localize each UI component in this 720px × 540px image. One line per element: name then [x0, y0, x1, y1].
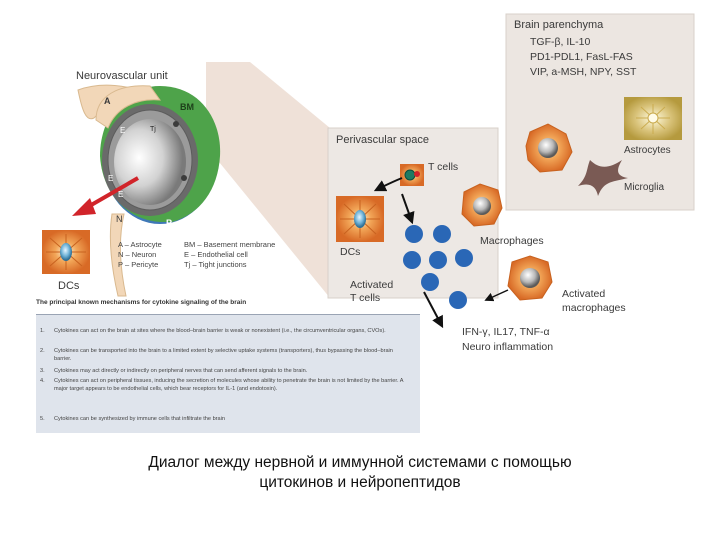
macrophages-label: Macrophages	[480, 235, 544, 247]
neuron-process	[109, 213, 127, 297]
parenchyma-line-3: VIP, a-MSH, NPY, SST	[530, 66, 637, 78]
parenchyma-line-2: PD1-PDL1, FasL-FAS	[530, 51, 633, 63]
label-bm: BM	[180, 102, 194, 112]
activated-t-cells	[403, 225, 473, 309]
microglia-label: Microglia	[624, 182, 665, 193]
mechanism-text: Cytokines can be transported into the br…	[54, 348, 393, 362]
mechanism-number: 1.	[40, 328, 45, 334]
parenchyma-line-1: TGF-β, IL-10	[530, 36, 591, 48]
endothelial-nucleus-1	[173, 121, 179, 127]
emigration-arrow-shaft	[85, 176, 139, 210]
astrocytes-label: Astrocytes	[624, 145, 671, 156]
t-cells-label: T cells	[428, 161, 459, 173]
emigration-arrow-head	[72, 198, 96, 216]
label-tj: Tj	[150, 126, 156, 133]
activated-macrophages-label-2: macrophages	[562, 302, 626, 314]
activated-t-cells-label-2: T cells	[350, 292, 381, 304]
label-p: P	[166, 218, 173, 228]
label-astrocyte-a: A	[104, 96, 111, 106]
endothelial-nucleus-2	[181, 175, 187, 181]
t-cell-to-dc-arrow	[373, 177, 403, 192]
caption-line-1: Диалог между нервной и иммунной системам…	[148, 454, 572, 471]
mechanism-number: 4.	[40, 378, 45, 384]
mechanism-number: 5.	[40, 416, 45, 422]
legend-astrocyte: A – Astrocyte	[118, 240, 162, 249]
label-e2: E	[108, 174, 114, 183]
activated-macrophage-nucleus	[520, 268, 540, 288]
activated-t-cells-label-1: Activated	[350, 279, 394, 291]
caption-line-2: цитокинов и нейропептидов	[259, 474, 461, 491]
mechanism-text: Cytokines may act directly or indirectly…	[54, 368, 308, 374]
legend-neuron: N – Neuron	[118, 250, 157, 259]
macrophage-perivascular-nucleus	[473, 197, 491, 215]
t-cell-nucleus-dot	[414, 171, 420, 177]
t-cell-nucleus	[404, 169, 416, 181]
label-e3: E	[118, 190, 124, 199]
parenchyma-title: Brain parenchyma	[514, 19, 604, 31]
mechanism-text: Cytokines can be synthesized by immune c…	[54, 416, 226, 422]
legend-endothelial: E – Endothelial cell	[184, 250, 248, 259]
dcs-label-left: DCs	[58, 280, 80, 292]
mechanism-text: Cytokines can act on the brain at sites …	[54, 328, 386, 334]
mechanisms-title: The principal known mechanisms for cytok…	[36, 299, 247, 306]
legend-pericyte: P – Pericyte	[118, 260, 159, 269]
astrocyte-nucleus	[647, 112, 659, 124]
cytokine-output-arrow	[423, 291, 444, 329]
microglia-cell	[578, 160, 628, 196]
label-n: N	[116, 214, 123, 224]
dc-nucleus-left	[60, 243, 72, 261]
dcs-label-perivascular: DCs	[340, 246, 361, 258]
cytokine-output-line-1: IFN-γ, IL17, TNF-α	[462, 326, 550, 338]
dc-nucleus-perivascular	[354, 210, 366, 228]
legend-bm: BM – Basement membrane	[184, 240, 276, 249]
astrocyte-cap	[95, 85, 162, 129]
mechanisms-body: 1. Cytokines can act on the brain at sit…	[36, 314, 420, 433]
mechanism-text: Cytokines can act on peripheral tissues,…	[54, 378, 404, 392]
label-e1: E	[120, 126, 126, 135]
legend-tj: Tj – Tight junctions	[184, 260, 247, 269]
mechanism-number: 2.	[40, 348, 45, 354]
t-cell-activation-arrow	[401, 193, 415, 225]
parenchyma-macrophage-nucleus	[538, 138, 558, 158]
neurovascular-title: Neurovascular unit	[76, 70, 168, 82]
cytokine-output-line-2: Neuro inflammation	[462, 341, 554, 353]
perivascular-title: Perivascular space	[336, 134, 429, 146]
activated-macrophages-label-1: Activated	[562, 288, 606, 300]
mechanism-number: 3.	[40, 368, 45, 374]
zoom-bridge	[206, 62, 330, 298]
slide-caption: Диалог между нервной и иммунной системам…	[60, 453, 660, 493]
macrophage-output-arrow	[484, 289, 509, 302]
mechanisms-table: The principal known mechanisms for cytok…	[36, 299, 420, 433]
